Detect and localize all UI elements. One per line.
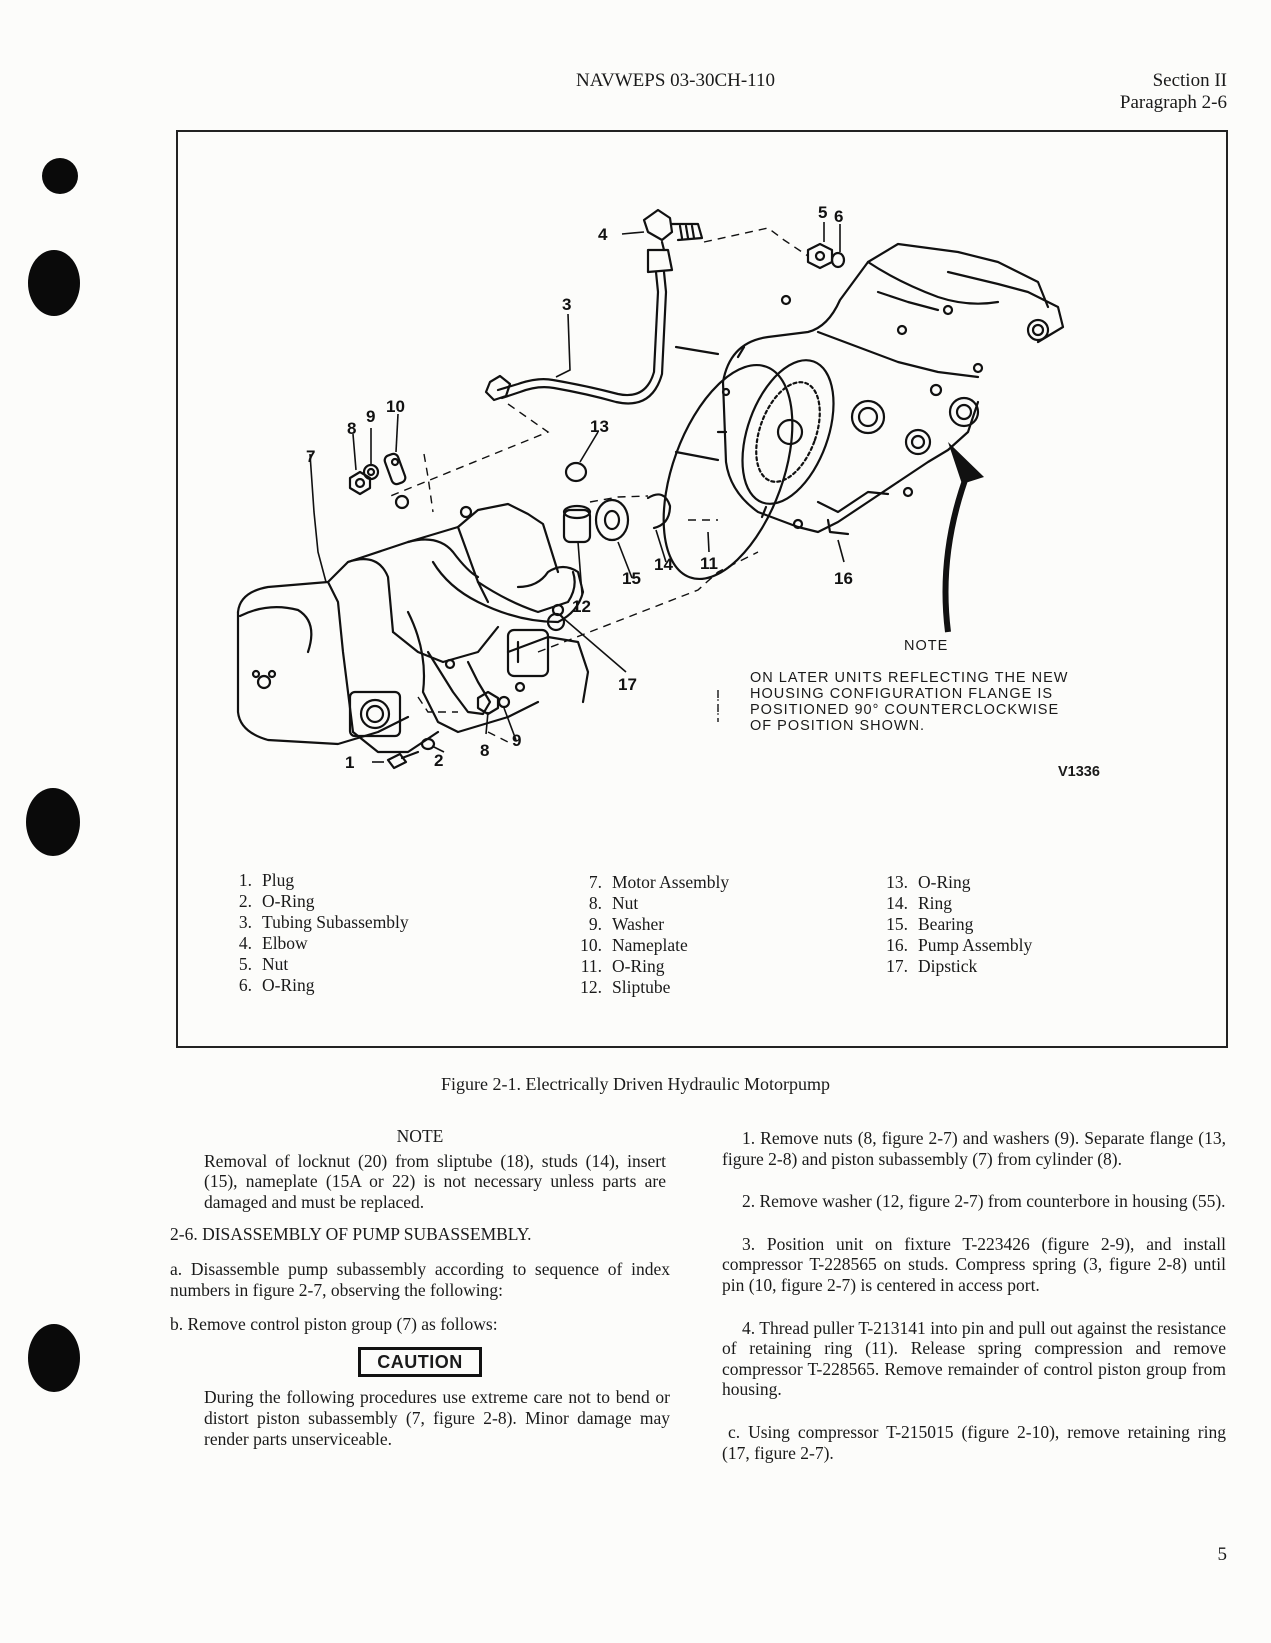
legend-column-1: 1.Plug 2.O-Ring 3.Tubing Subassembly 4.E… (212, 870, 409, 996)
legend-item: 13.O-Ring (886, 872, 971, 892)
legend-item: 6.O-Ring (238, 975, 315, 995)
figure-caption: Figure 2-1. Electrically Driven Hydrauli… (441, 1074, 830, 1094)
label-part-14: 14 (654, 555, 673, 574)
figure-note-title: NOTE (904, 638, 949, 654)
paragraph-label: Paragraph 2-6 (1119, 92, 1227, 113)
section-label: Section II (1152, 70, 1227, 91)
binder-hole-middle (26, 788, 80, 856)
label-part-3: 3 (562, 295, 571, 314)
step-2: 2. Remove washer (12, figure 2-7) from c… (742, 1191, 1226, 1212)
label-part-16: 16 (834, 569, 853, 588)
caution-wrap: CAUTION (170, 1346, 670, 1378)
caution-body: During the following procedures use extr… (204, 1387, 670, 1449)
legend-item: 3.Tubing Subassembly (238, 912, 409, 932)
legend-item: 2.O-Ring (238, 891, 315, 911)
legend-item: 8.Nut (588, 893, 639, 913)
figure-note-line-2: HOUSING CONFIGURATION FLANGE IS (750, 686, 1054, 702)
legend-item: 17.Dipstick (886, 956, 978, 976)
legend-column-3: 13.O-Ring 14.Ring 15.Bearing 16.Pump Ass… (868, 872, 1032, 977)
label-part-10: 10 (386, 397, 405, 416)
label-part-9-lower: 9 (512, 731, 521, 750)
page-number: 5 (1217, 1544, 1228, 1565)
figure-code: V1336 (1058, 764, 1100, 780)
label-part-11: 11 (700, 554, 718, 573)
step-3: 3. Position unit on fixture T-223426 (fi… (722, 1233, 1226, 1295)
label-part-2: 2 (434, 751, 443, 770)
legend-item: 10.Nameplate (580, 935, 688, 955)
figure-note-line-4: OF POSITION SHOWN. (750, 718, 926, 734)
caution-label: CAUTION (358, 1346, 482, 1378)
label-part-8-lower: 8 (480, 741, 489, 760)
legend-item: 7.Motor Assembly (588, 872, 730, 892)
note-title: NOTE (396, 1126, 444, 1146)
label-part-9: 9 (366, 407, 375, 426)
figure-frame: 1 2 3 4 5 6 7 8 9 10 11 12 13 14 15 16 1… (176, 130, 1228, 1048)
label-part-7: 7 (306, 447, 315, 466)
step-a: a. Disassemble pump subassembly accordin… (170, 1258, 670, 1300)
legend-column-2: 7.Motor Assembly 8.Nut 9.Washer 10.Namep… (562, 872, 729, 998)
legend-item: 12.Sliptube (580, 977, 671, 997)
figure-note-line-1: ON LATER UNITS REFLECTING THE NEW (750, 670, 1069, 686)
legend-item: 9.Washer (588, 914, 665, 934)
legend-item: 5.Nut (238, 954, 289, 974)
legend-item: 1.Plug (238, 870, 295, 890)
label-part-8: 8 (347, 419, 356, 438)
legend-item: 15.Bearing (886, 914, 974, 934)
label-part-13: 13 (590, 417, 609, 436)
motorpump-exploded-view: 1 2 3 4 5 6 7 8 9 10 11 12 13 14 15 16 1… (236, 203, 1065, 772)
doc-number: NAVWEPS 03-30CH-110 (576, 70, 775, 91)
label-part-6: 6 (834, 207, 843, 226)
binder-hole-upper (28, 250, 80, 316)
legend-item: 14.Ring (886, 893, 953, 913)
label-part-17: 17 (618, 675, 637, 694)
binder-hole-lower (28, 1324, 80, 1392)
step-1: 1. Remove nuts (8, figure 2-7) and washe… (722, 1128, 1226, 1169)
left-column: NOTE Removal of locknut (20) from sliptu… (170, 1126, 670, 1449)
note-body: Removal of locknut (20) from sliptube (1… (204, 1150, 666, 1212)
label-part-12: 12 (572, 597, 591, 616)
label-part-15: 15 (622, 569, 641, 588)
step-b: b. Remove control piston group (7) as fo… (170, 1314, 498, 1335)
label-part-5: 5 (818, 203, 827, 222)
legend-item: 16.Pump Assembly (886, 935, 1033, 955)
label-part-1: 1 (345, 753, 354, 772)
section-heading: 2-6. DISASSEMBLY OF PUMP SUBASSEMBLY. (170, 1224, 532, 1245)
step-c: c. Using compressor T-215015 (figure 2-1… (722, 1421, 1226, 1463)
legend-item: 4.Elbow (238, 933, 308, 953)
figure-note-line-3: POSITIONED 90° COUNTERCLOCKWISE (750, 702, 1060, 718)
legend-item: 11.O-Ring (580, 956, 665, 976)
step-4: 4. Thread puller T-213141 into pin and p… (722, 1317, 1226, 1400)
right-column: 1. Remove nuts (8, figure 2-7) and washe… (722, 1128, 1226, 1463)
binder-hole-top (42, 158, 78, 194)
label-part-4: 4 (598, 225, 608, 244)
